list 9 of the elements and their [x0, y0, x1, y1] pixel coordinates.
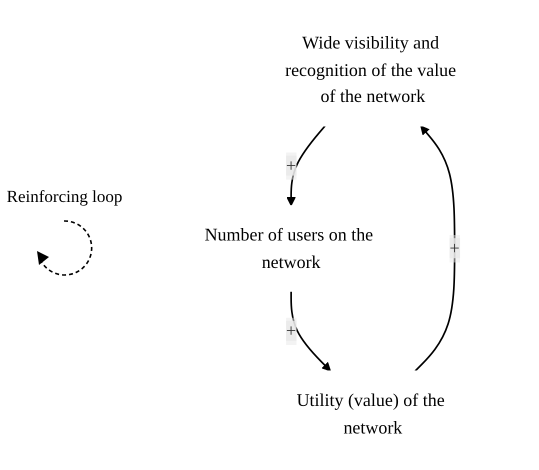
arrow — [414, 126, 456, 372]
edge-label: + — [286, 320, 297, 341]
arrow — [290, 291, 332, 372]
edge-label: + — [286, 156, 297, 176]
node-text: Utility (value) of the network — [296, 390, 446, 438]
node-text: Wide visibility and recognition of the value of the network — [285, 32, 456, 106]
loop-label: Reinforcing loop — [6, 187, 122, 207]
node-text: Number of users on the network — [204, 224, 374, 272]
edge-label: + — [450, 238, 460, 258]
